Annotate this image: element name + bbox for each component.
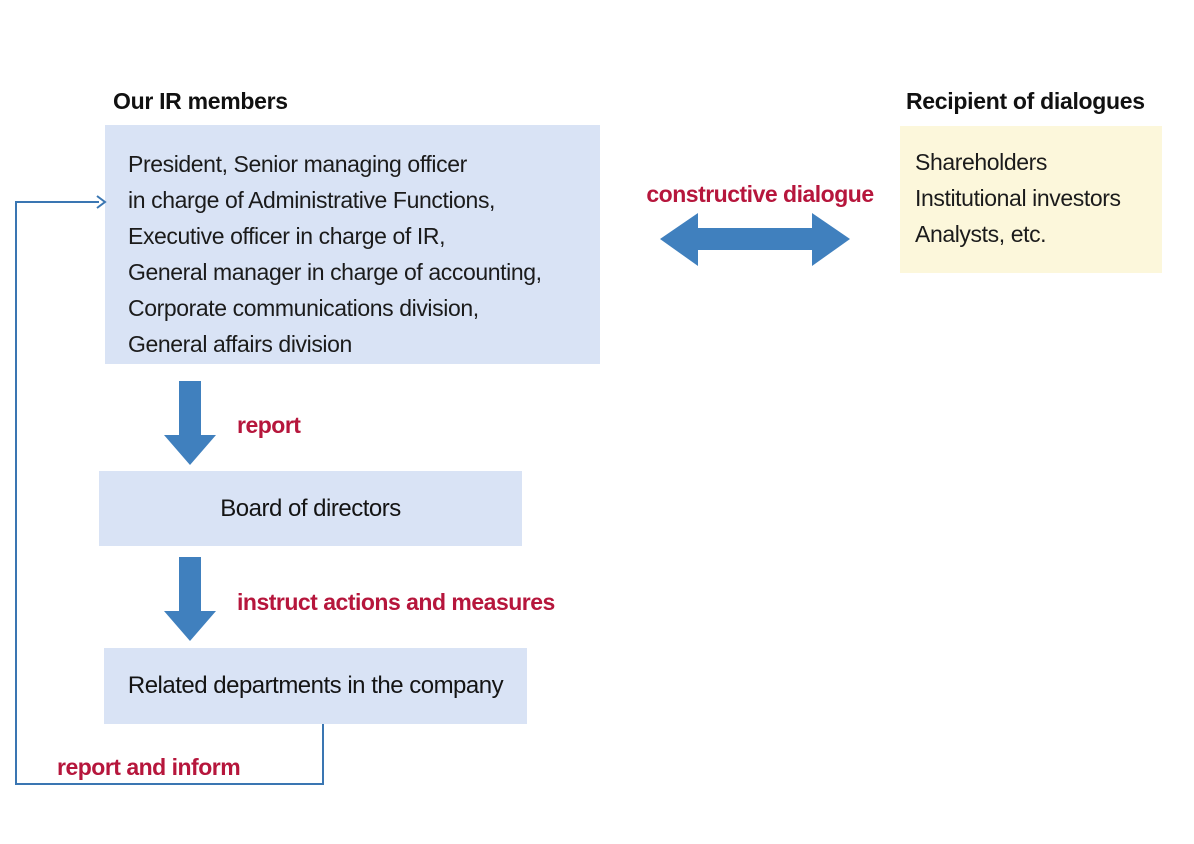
ir-members-line: in charge of Administrative Functions, bbox=[128, 187, 496, 213]
recipient-of-dialogues-heading: Recipient of dialogues bbox=[906, 88, 1145, 114]
double-arrow-icon bbox=[660, 213, 850, 266]
recipients-box: Shareholders Institutional investors Ana… bbox=[900, 126, 1162, 273]
report-label: report bbox=[237, 412, 301, 438]
ir-members-box: President, Senior managing officer in ch… bbox=[105, 125, 600, 364]
report-and-inform-label: report and inform bbox=[57, 754, 241, 780]
feedback-arrowhead-icon bbox=[96, 195, 107, 209]
constructive-dialogue-label: constructive dialogue bbox=[646, 181, 874, 207]
recipient-line: Shareholders bbox=[915, 149, 1048, 175]
ir-members-line: President, Senior managing officer bbox=[128, 151, 467, 177]
instruct-actions-label: instruct actions and measures bbox=[237, 589, 555, 615]
feedback-line-left-segment bbox=[15, 201, 17, 785]
down-arrow-icon bbox=[164, 557, 216, 641]
feedback-line-down-segment bbox=[322, 724, 324, 785]
ir-members-line: General affairs division bbox=[128, 331, 352, 357]
recipient-line: Institutional investors bbox=[915, 185, 1121, 211]
feedback-line-bottom-segment bbox=[15, 783, 324, 785]
ir-members-line: Executive officer in charge of IR, bbox=[128, 223, 446, 249]
our-ir-members-heading: Our IR members bbox=[113, 88, 288, 114]
feedback-line-top-segment bbox=[15, 201, 99, 203]
down-arrow-icon bbox=[164, 381, 216, 465]
ir-members-line: Corporate communications division, bbox=[128, 295, 479, 321]
board-of-directors-box: Board of directors bbox=[99, 471, 522, 546]
ir-members-line: General manager in charge of accounting, bbox=[128, 259, 542, 285]
related-departments-box: Related departments in the company bbox=[104, 648, 527, 724]
recipient-line: Analysts, etc. bbox=[915, 221, 1047, 247]
